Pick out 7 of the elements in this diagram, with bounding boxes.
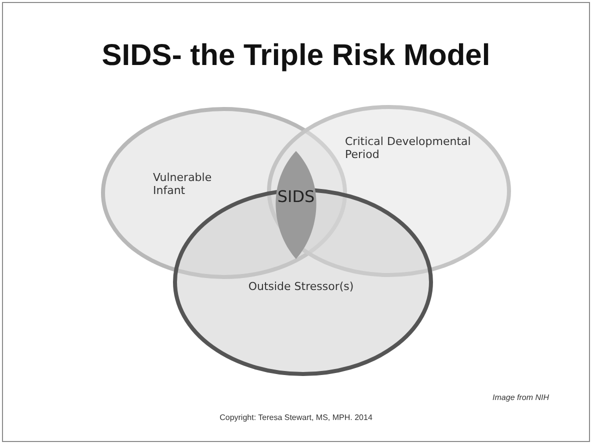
center-label: SIDS [276,187,316,207]
circle-label: Critical Developmental Period [345,135,472,161]
circle-label: Vulnerable Infant [153,171,213,197]
circle-label: Outside Stressor(s) [247,280,355,293]
source-note: Image from NIH [492,393,549,402]
copyright-note: Copyright: Teresa Stewart, MS, MPH. 2014 [218,413,374,422]
slide-title: SIDS- the Triple Risk Model [100,39,492,73]
